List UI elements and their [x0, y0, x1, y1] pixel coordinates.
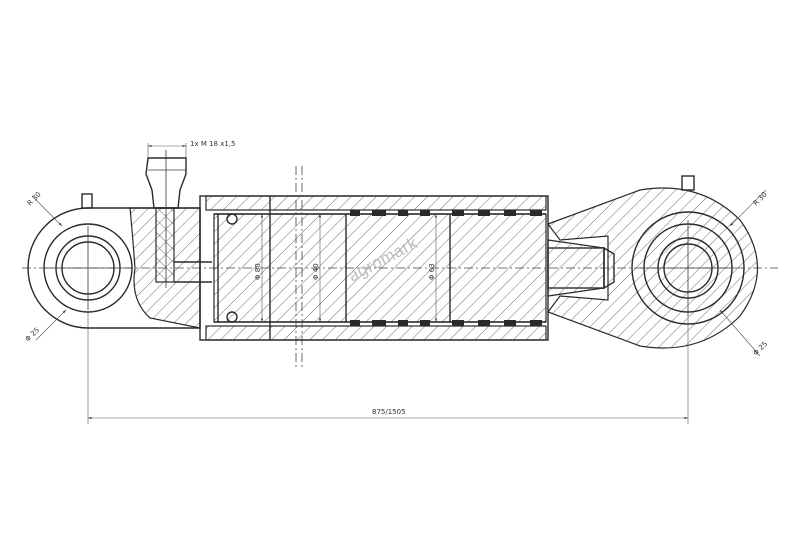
cylinder-barrel: Φ 80 Φ 40 Φ 63 [199, 166, 549, 368]
rod-diameter-label: Φ 40 [312, 263, 320, 280]
right-pin-diameter-label: Φ 25 [752, 340, 769, 357]
hydraulic-port: 1x M 18 x1,5 [145, 140, 236, 288]
left-eye-radius-label: R 30 [26, 190, 43, 207]
left-pin-diameter-label: Φ 25 [24, 326, 41, 343]
piston-diameter-label: Φ 63 [428, 263, 436, 280]
overall-length-dimension: 875/1505 [87, 312, 689, 424]
bore-diameter-label: Φ 80 [254, 263, 262, 280]
port-thread-callout: 1x M 18 x1,5 [190, 140, 236, 148]
rod-end [547, 239, 615, 297]
right-eye-radius-label: R 30 [752, 190, 769, 207]
overall-length-label: 875/1505 [372, 408, 406, 416]
